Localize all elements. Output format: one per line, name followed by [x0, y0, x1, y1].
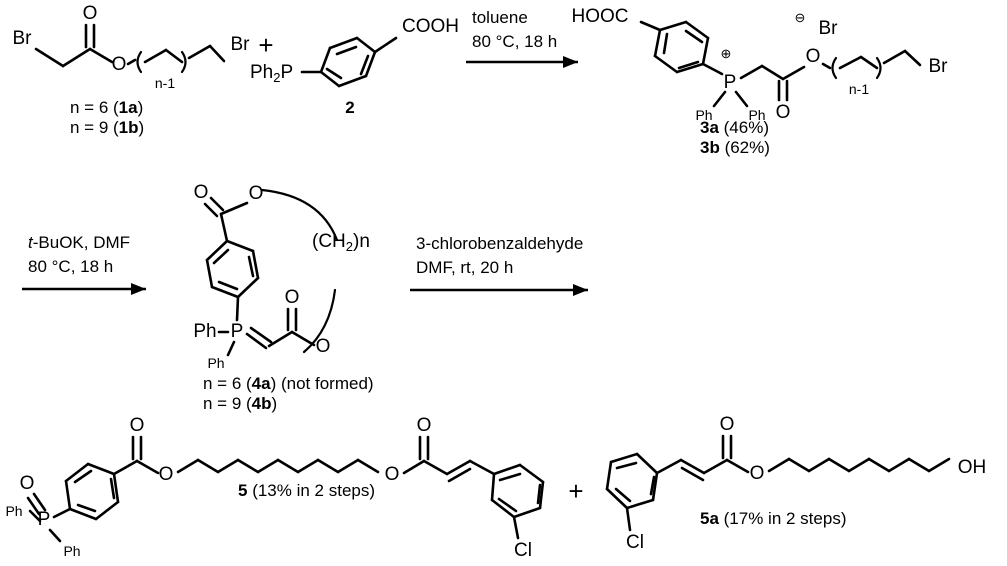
caption-4a-line: n = 6 (4a) (not formed)	[203, 374, 374, 393]
atom-label-o-ester-top: O	[249, 183, 264, 204]
caption-1b-line: n = 9 (1b)	[70, 118, 144, 137]
atom-label-o-carbonyl-bottom: O	[285, 287, 300, 308]
arrow2-condition-line2: 80 °C, 18 h	[28, 257, 113, 276]
atom-label-br-right: Br	[231, 34, 251, 55]
caption-4b-line: n = 9 (4b)	[203, 394, 277, 413]
arrow3-head	[573, 284, 588, 296]
plus-sign-products: +	[568, 476, 583, 506]
atom-label-br-terminal: Br	[929, 56, 949, 77]
caption-5a: 5a (17% in 2 steps)	[700, 509, 846, 528]
chain-label-ch2n: (CH2)n	[312, 231, 370, 254]
atom-label-o-ester-5a: O	[750, 463, 765, 484]
atom-label-ph-below-ylide: Ph	[207, 355, 224, 371]
atom-label-cl-5: Cl	[514, 540, 532, 561]
atom-label-hooc: HOOC	[572, 6, 629, 27]
atom-label-br-left: Br	[13, 28, 33, 49]
caption-3a-3b: 3a (46%) 3b (62%)	[700, 118, 770, 157]
atom-label-o-carbonyl-5a: O	[720, 414, 735, 435]
repeat-index-label-3: n-1	[849, 81, 869, 97]
arrow1-condition-line2: 80 °C, 18 h	[472, 32, 557, 51]
caption-3a-line: 3a (46%)	[700, 118, 769, 137]
structure-3a-3b: HOOC P ⊕ Ph Ph O O	[572, 6, 949, 123]
atom-label-o-carbonyl-top: O	[194, 182, 209, 203]
atom-label-o-carbonyl-3: O	[776, 102, 791, 123]
atom-label-ph-below-pox: Ph	[63, 543, 80, 559]
atom-label-ph-left: Ph	[695, 107, 712, 123]
atom-label-p-ylide: P	[231, 321, 244, 342]
atom-label-o-carbonyl2-5: O	[417, 415, 432, 436]
atom-label-ph-left-pox: Ph	[5, 503, 22, 519]
atom-label-o-ester-bottom: O	[316, 336, 331, 357]
atom-label-o-carbonyl: O	[83, 3, 98, 24]
atom-label-o-ester-3: O	[806, 46, 821, 67]
arrow2-condition-line1: t-BuOK, DMF	[28, 233, 130, 252]
structure-5: Ph P O Ph O O	[5, 415, 545, 561]
atom-label-p-oxide: P	[38, 509, 51, 530]
caption-5: 5 (13% in 2 steps)	[238, 481, 375, 500]
arrow2-head	[131, 283, 146, 295]
arrow1-condition-line1: toluene	[472, 8, 528, 27]
structure-5a: Cl O O OH	[605, 414, 987, 553]
atom-label-ph2p: Ph2P	[250, 62, 293, 85]
structure-1a-1b: Br O O Br n-1	[13, 3, 251, 91]
atom-label-o-ester: O	[112, 54, 127, 75]
caption-1a-line: n = 6 (1a)	[70, 98, 143, 117]
repeat-index-label: n-1	[155, 75, 175, 91]
atom-label-o-ester-5: O	[159, 464, 174, 485]
atom-label-cooh: COOH	[402, 16, 459, 37]
arrow3-condition-line1: 3-chlorobenzaldehyde	[416, 234, 583, 253]
reaction-arrow-2: t-BuOK, DMF 80 °C, 18 h	[22, 233, 146, 295]
caption-compound-2: 2	[345, 98, 354, 117]
reaction-arrow-1: toluene 80 °C, 18 h	[466, 8, 578, 68]
atom-label-ph-left-ylide: Ph	[193, 321, 216, 342]
reaction-arrow-3: 3-chlorobenzaldehyde DMF, rt, 20 h	[410, 234, 588, 296]
atom-label-cl-5a: Cl	[626, 532, 644, 553]
atom-label-ph-right: Ph	[748, 107, 765, 123]
charge-plus-phosphonium: ⊕	[721, 46, 732, 61]
counterion-bromide: Br	[819, 18, 839, 39]
atom-label-o-ester2-5: O	[385, 464, 400, 485]
atom-label-oh-5a: OH	[958, 457, 987, 478]
charge-minus-bromide: ⊖	[795, 10, 806, 25]
atom-label-o-carbonyl-5: O	[130, 415, 145, 436]
arrow3-condition-line2: DMF, rt, 20 h	[416, 258, 513, 277]
caption-1a-1b: n = 6 (1a) n = 9 (1b)	[70, 98, 144, 137]
plus-sign-reactants: +	[258, 30, 273, 60]
caption-4a-4b: n = 6 (4a) (not formed) n = 9 (4b)	[203, 374, 374, 413]
structure-4a-4b: O O P Ph Ph O	[193, 182, 370, 371]
atom-label-o-phosphine-oxide: O	[20, 473, 35, 494]
caption-3b-line: 3b (62%)	[700, 138, 770, 157]
structure-2: Ph2P COOH 2	[250, 16, 459, 117]
arrow1-head	[563, 56, 578, 68]
atom-label-p-phosphonium: P	[724, 72, 737, 93]
